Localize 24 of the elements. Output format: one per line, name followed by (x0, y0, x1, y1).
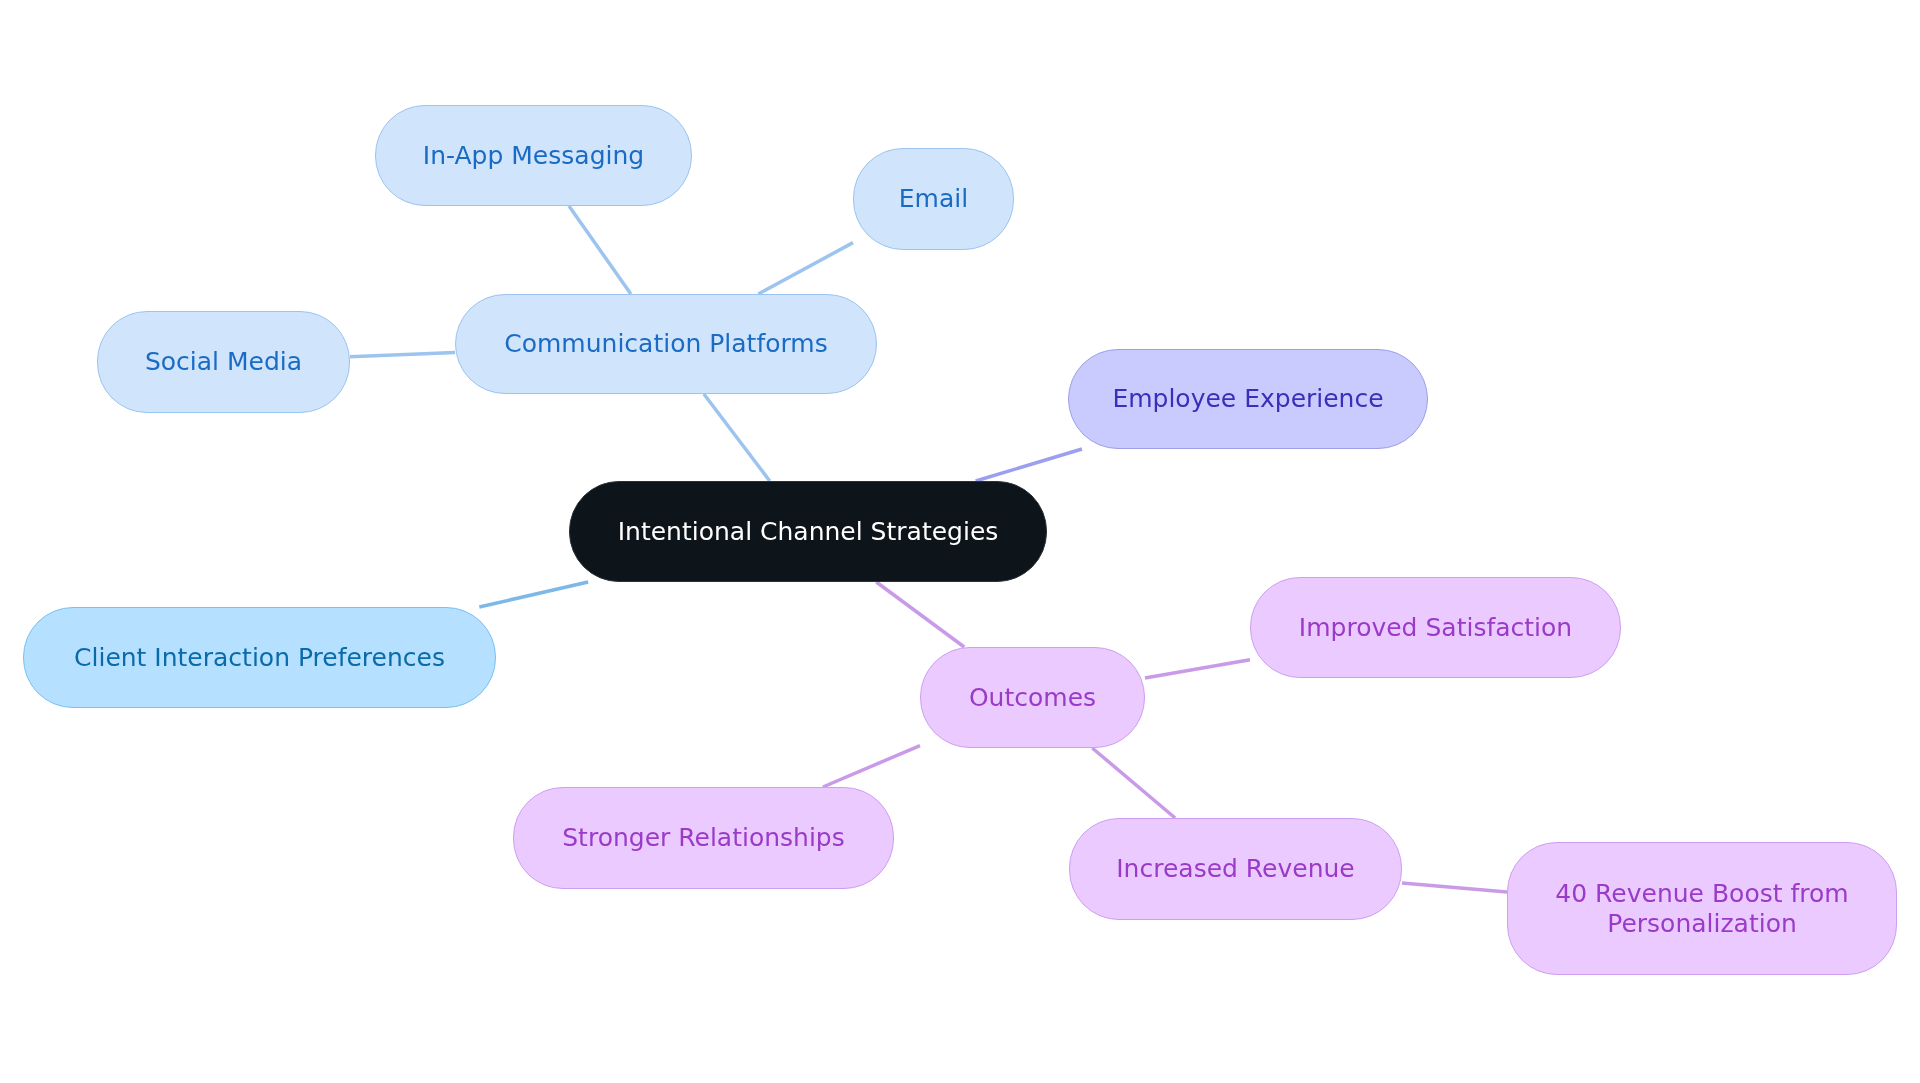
connector-line (975, 447, 1083, 483)
connector-line (478, 580, 589, 609)
topic-label: Employee Experience (1112, 384, 1384, 414)
connector-line (875, 580, 966, 649)
topic-label: In-App Messaging (422, 140, 645, 171)
topic-label: Intentional Channel Strategies (617, 516, 999, 547)
topic-label: Outcomes (968, 682, 1097, 713)
topic-label: Client Interaction Preferences (74, 642, 445, 673)
connector-line (567, 205, 633, 295)
connector-line (822, 743, 921, 789)
topic-label: Social Media (144, 347, 303, 377)
connector-line (349, 350, 456, 359)
connector-line (757, 241, 854, 296)
topic-label: Communication Platforms (504, 329, 828, 359)
connector-line (702, 392, 772, 483)
topic-label: Improved Satisfaction (1298, 612, 1573, 643)
connector-line (1144, 658, 1251, 680)
topic-label: Email (898, 184, 969, 214)
topic-box (1507, 842, 1897, 975)
connector-line (1091, 746, 1177, 820)
connector-line (1401, 881, 1508, 894)
topic-label: Stronger Relationships (562, 823, 845, 853)
topic-label: 40 Revenue Boost from Personalization (1554, 878, 1850, 939)
topic-label: Increased Revenue (1116, 854, 1355, 884)
